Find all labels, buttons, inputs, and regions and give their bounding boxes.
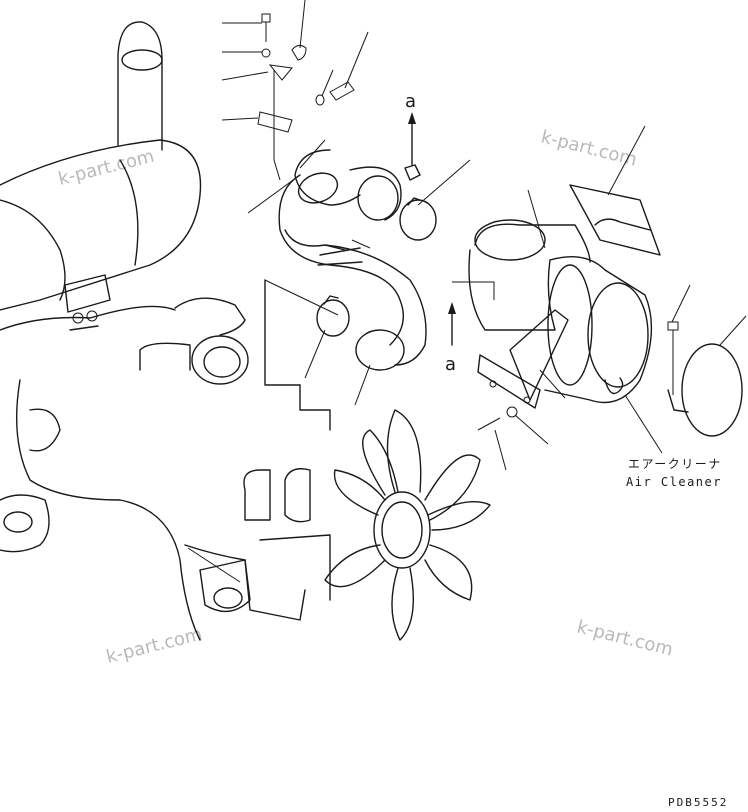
view-reference-a: a a [405,91,456,375]
air-cleaner-label-jp: エアークリーナ [628,457,722,471]
drawing-code: PDB5552 [668,796,728,809]
view-ref-top: a [405,91,416,112]
air-cleaner [468,184,661,409]
intake-hoses [278,149,427,371]
muffler-assembly [0,21,202,331]
cooling-fan [324,409,491,641]
fastener-parts [257,13,679,431]
engine-block [0,279,331,641]
air-cleaner-label-en: Air Cleaner [626,475,722,489]
watermark: k-part.com [575,616,675,660]
watermark: k-part.com [56,146,156,190]
view-ref-bottom: a [445,354,456,375]
hose-clamps [316,197,743,437]
watermark: k-part.com [104,624,204,668]
watermark: k-part.com [539,126,639,170]
leader-lines [187,0,747,583]
